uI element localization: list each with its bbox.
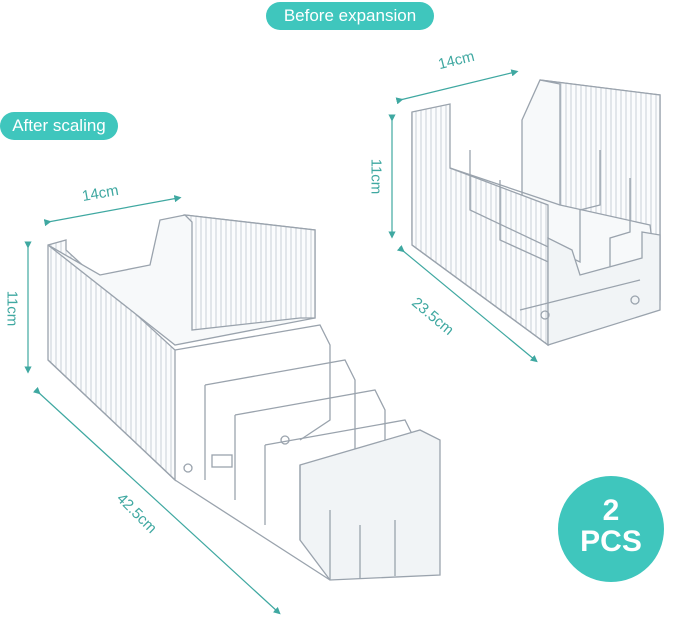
quantity-badge: 2 PCS [558,476,664,582]
dimension-lines-large [24,195,281,615]
organizer-large [47,214,441,581]
organizer-small [411,79,661,347]
before-expansion-label: Before expansion [266,2,434,30]
large-height-label: 11cm [3,290,21,327]
badge-count: 2 [602,494,620,527]
after-scaling-label: After scaling [0,112,118,140]
small-height-label: 11cm [367,158,385,195]
badge-unit: PCS [580,525,642,558]
dimension-lines-small [388,69,538,363]
